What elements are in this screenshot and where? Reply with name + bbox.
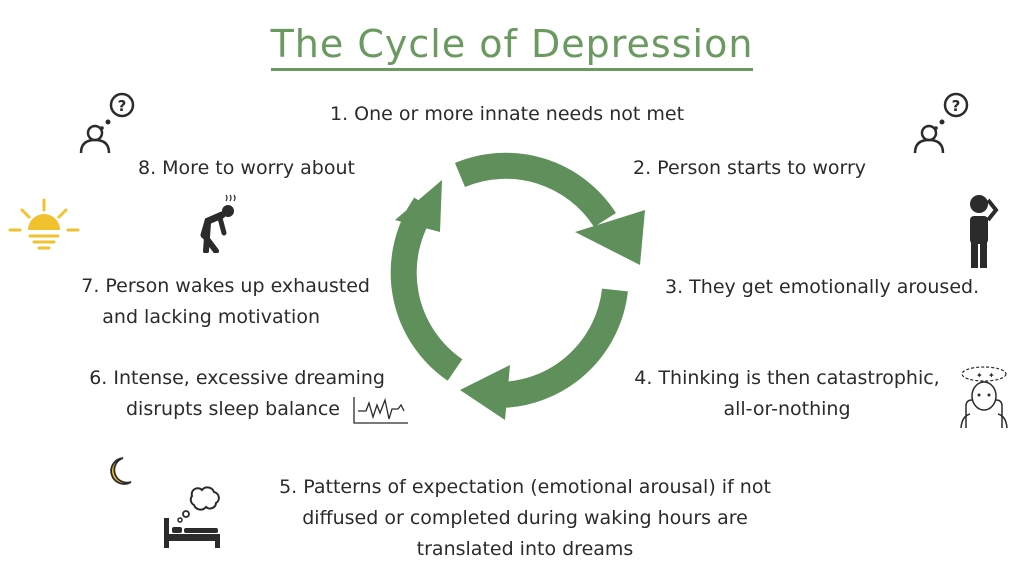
sunrise-icon bbox=[8, 198, 80, 250]
person-question-icon: ? bbox=[913, 92, 969, 154]
head-scratch-person-icon bbox=[970, 195, 999, 268]
arrowhead-bottom bbox=[460, 365, 510, 420]
arrow-bottom bbox=[499, 288, 628, 408]
person-question-icon: ? bbox=[79, 92, 135, 154]
svg-text:?: ? bbox=[118, 97, 127, 115]
anxious-face-icon: ✦ ✦ bbox=[960, 366, 1008, 429]
svg-text:?: ? bbox=[952, 97, 961, 115]
arrow-top-right bbox=[454, 152, 616, 228]
step-8: 8. More to worry about bbox=[138, 157, 355, 179]
step-7: 7. Person wakes up exhausted and lacking… bbox=[81, 275, 370, 328]
page-title: The Cycle of Depression bbox=[0, 22, 1024, 71]
arrow-left bbox=[390, 197, 463, 381]
bed-dream-icon bbox=[164, 486, 220, 548]
step-3: 3. They get emotionally aroused. bbox=[665, 276, 980, 298]
arrowhead-left bbox=[395, 180, 442, 232]
cycle-arrows bbox=[390, 152, 645, 420]
arrowhead-right bbox=[575, 210, 645, 265]
step-1: 1. One or more innate needs not met bbox=[330, 103, 685, 125]
sleep-wave-icon bbox=[353, 397, 408, 424]
step-4: 4. Thinking is then catastrophic, all-or… bbox=[634, 367, 940, 420]
step-5: 5. Patterns of expectation (emotional ar… bbox=[279, 476, 771, 560]
step-2: 2. Person starts to worry bbox=[633, 157, 867, 179]
moon-icon bbox=[110, 457, 132, 485]
svg-text:✦: ✦ bbox=[988, 371, 995, 380]
exhausted-person-icon bbox=[200, 194, 236, 253]
svg-text:✦: ✦ bbox=[976, 371, 983, 380]
step-6: 6. Intense, excessive dreaming disrupts … bbox=[89, 367, 385, 420]
